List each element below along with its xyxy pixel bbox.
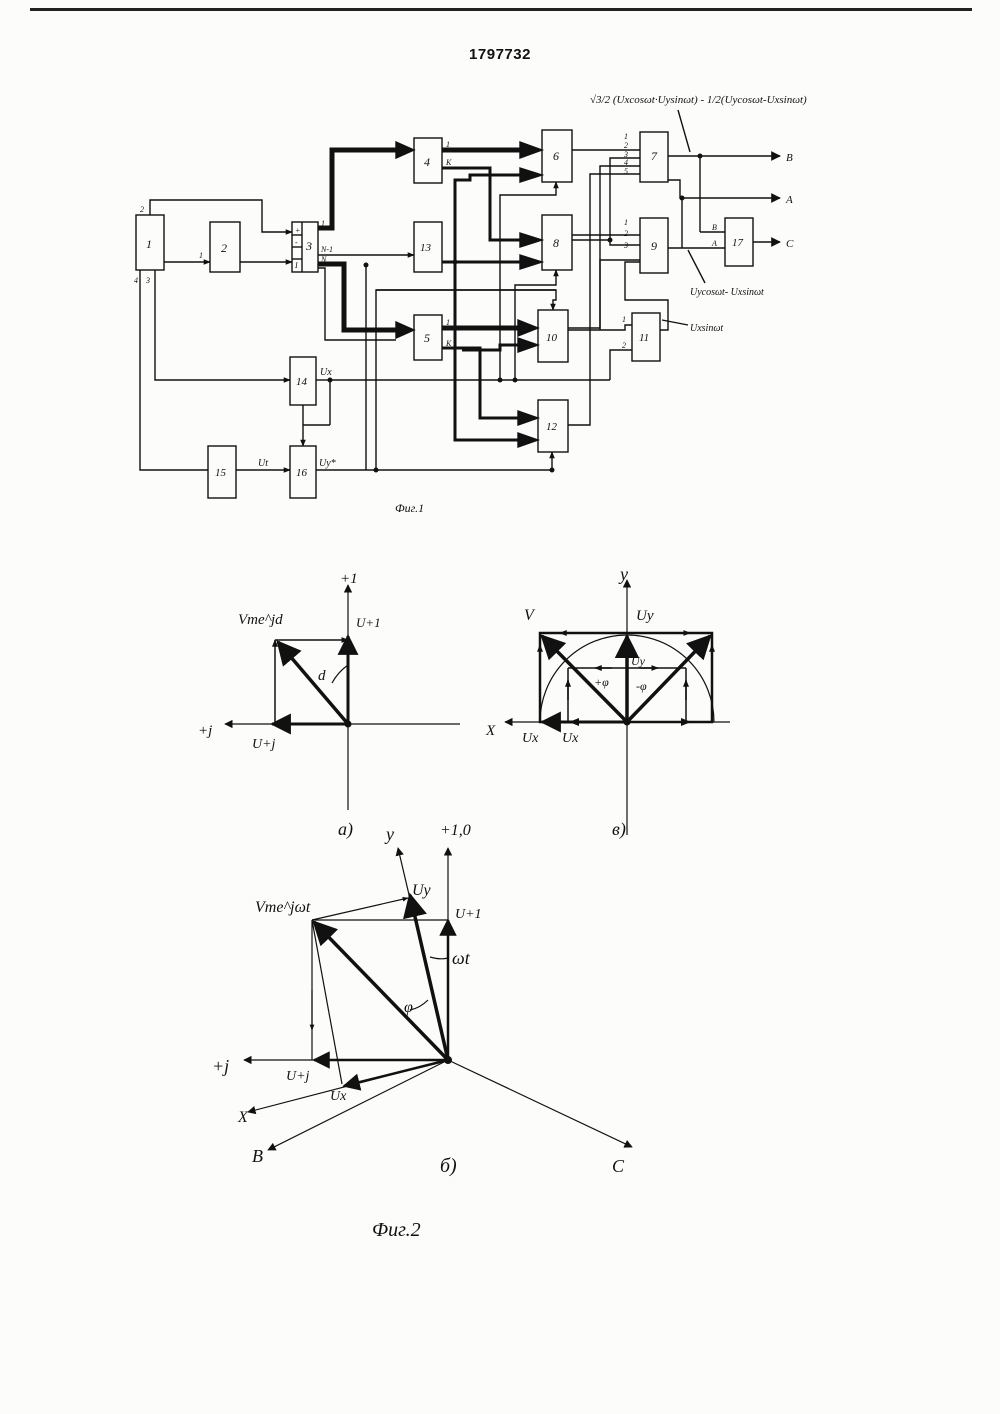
output-a: A (785, 194, 793, 206)
fig2-caption: Фиг.2 (372, 1219, 421, 1241)
fig2a-angle: d (318, 668, 326, 684)
block-9-label: 9 (651, 239, 657, 253)
fig2c-uy2: Uy (631, 654, 646, 668)
port-b9-2: 2 (624, 229, 628, 238)
port-b11-2: 2 (622, 341, 626, 350)
fig2a-axis-left: +j (198, 723, 212, 739)
block-4-label: 4 (424, 155, 430, 169)
fig2b-diagram (244, 848, 632, 1150)
fig2b-ux: Ux (330, 1089, 347, 1104)
port-b11-1: 1 (622, 315, 626, 324)
fig1-block-diagram (136, 110, 780, 498)
port-b3-n1: N-1 (320, 245, 333, 254)
block-15-label: 15 (215, 467, 227, 479)
port-b4-k: K (445, 158, 452, 167)
fig2b-label: б) (440, 1155, 457, 1177)
port-b1-top: 2 (140, 205, 144, 214)
port-b7-2: 2 (624, 141, 628, 150)
fig2a-vector-label: Vme^jd (238, 612, 283, 628)
port-b3-n: N (320, 255, 327, 264)
fig2a-u1: U+1 (356, 615, 381, 630)
block-10-label: 10 (546, 332, 558, 344)
port-b3-minus: - (295, 238, 298, 247)
signal-uycos: Uycosωt- Uxsinωt (690, 287, 764, 298)
signal-uye: Uy* (319, 458, 336, 469)
fig2b-labels: y +1,0 +j X B C Vme^jωt Uy U+1 U+j Ux ωt… (212, 822, 625, 1177)
block-3-label: 3 (305, 239, 312, 253)
port-b5-1: 1 (446, 318, 450, 327)
port-b2-in: 1 (199, 251, 203, 260)
port-b9-3: 3 (623, 241, 628, 250)
block-8-label: 8 (553, 236, 559, 250)
block-16-label: 16 (296, 467, 308, 479)
fig2c-uy: Uy (636, 608, 654, 624)
port-b4-1: 1 (446, 140, 450, 149)
fig2c-label: в) (612, 819, 626, 840)
output-b: B (786, 152, 793, 164)
block-11-label: 11 (639, 332, 649, 344)
fig2b-axis-x: X (237, 1109, 249, 1126)
fig2b-uj: U+j (286, 1069, 310, 1084)
signal-ux: Ux (320, 367, 332, 378)
block-7-label: 7 (651, 149, 658, 163)
port-b3-i: I (294, 261, 298, 270)
block-12-label: 12 (546, 421, 558, 433)
fig2c-axis-y: y (618, 564, 628, 584)
fig2c-ux2: Ux (562, 731, 579, 746)
port-b5-k: K (445, 339, 452, 348)
block-5-label: 5 (424, 331, 430, 345)
port-b7-5: 5 (624, 167, 628, 176)
fig2a-axis-up: +1 (340, 571, 358, 587)
fig2c-phi-plus: +φ (594, 675, 609, 689)
fig2c-ux: Ux (522, 731, 539, 746)
block-13-label: 13 (420, 242, 432, 254)
fig2b-angle-wt: ωt (452, 948, 471, 968)
port-b1-3: 3 (145, 276, 150, 285)
fig1-caption: Фиг.1 (395, 501, 424, 515)
port-b1-4: 4 (134, 276, 138, 285)
fig2c-axis-x: X (485, 723, 496, 739)
signal-ut: Ut (258, 458, 268, 469)
block-6-label: 6 (553, 149, 559, 163)
fig2a-label: a) (338, 819, 353, 840)
fig2b-axis-y: y (384, 824, 394, 844)
fig2c-diagram (505, 580, 730, 835)
fig1-formula: √3/2 (Uxcosωt·Uysinωt) - 1/2(Uycosωt-Uxs… (590, 94, 807, 106)
fig2c-phi-minus: -φ (636, 679, 647, 693)
fig2b-axis-up: +1,0 (440, 822, 471, 839)
port-b7-1: 1 (624, 132, 628, 141)
fig2b-u1: U+1 (455, 907, 482, 922)
signal-uxsin: Uxsinωt (690, 323, 723, 334)
fig2b-axis-b: B (252, 1146, 263, 1166)
fig2a-uj: U+j (252, 737, 276, 752)
block-17-label: 17 (732, 237, 744, 249)
fig1-labels: 1 2 3 4 5 6 7 8 9 10 11 12 13 14 15 16 1… (134, 94, 807, 515)
port-b17-a: A (711, 239, 717, 248)
port-b7-4: 4 (624, 158, 628, 167)
fig2a-labels: +1 +j Vme^jd U+1 U+j d a) (198, 571, 381, 840)
port-b3-1: 1 (321, 219, 325, 228)
fig2b-uy: Uy (412, 882, 432, 899)
block-1-label: 1 (146, 237, 152, 251)
fig2b-angle-phi: φ (404, 999, 413, 1016)
fig2b-vector-label: Vme^jωt (255, 899, 311, 916)
fig2c-v: V (524, 607, 536, 624)
output-c: C (786, 238, 794, 250)
block-2-label: 2 (221, 241, 227, 255)
fig2b-axis-left: +j (212, 1056, 229, 1076)
port-b9-1: 1 (624, 218, 628, 227)
fig2b-axis-c: C (612, 1156, 625, 1176)
port-b17-b: B (712, 223, 717, 232)
port-b3-plus: + (295, 226, 300, 235)
block-14-label: 14 (296, 376, 308, 388)
